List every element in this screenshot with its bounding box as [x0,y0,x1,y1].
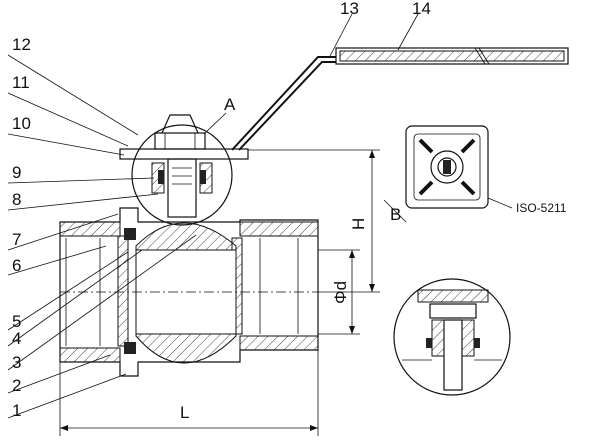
dim-b-label: B [390,205,401,224]
callout-2: 2 [12,376,21,395]
callout-8: 8 [12,190,21,209]
callout-11: 11 [12,73,30,92]
callout-3: 3 [12,353,21,372]
leader-lines [7,13,419,419]
iso-label: ISO-5211 [516,201,567,215]
callout-4: 4 [12,329,21,348]
callout-1: 1 [12,401,21,420]
callout-12: 12 [12,35,31,54]
iso-top-view [383,125,513,223]
dim-d-label: Φd [331,281,350,304]
callout-9: 9 [12,163,21,182]
dimensions [59,149,380,436]
callout-6: 6 [12,256,21,275]
callout-10: 10 [12,114,31,133]
stem-assembly [119,114,249,226]
dim-h-label: H [349,218,368,230]
valve-body [59,207,319,377]
callout-14: 14 [412,0,431,18]
dim-l-label: L [180,403,189,422]
callout-5: 5 [12,312,21,331]
callout-7: 7 [12,230,21,249]
callout-13: 13 [340,0,359,18]
handle-lever [231,47,569,151]
detail-a-label: A [224,95,236,114]
detail-view-circle [393,278,511,396]
